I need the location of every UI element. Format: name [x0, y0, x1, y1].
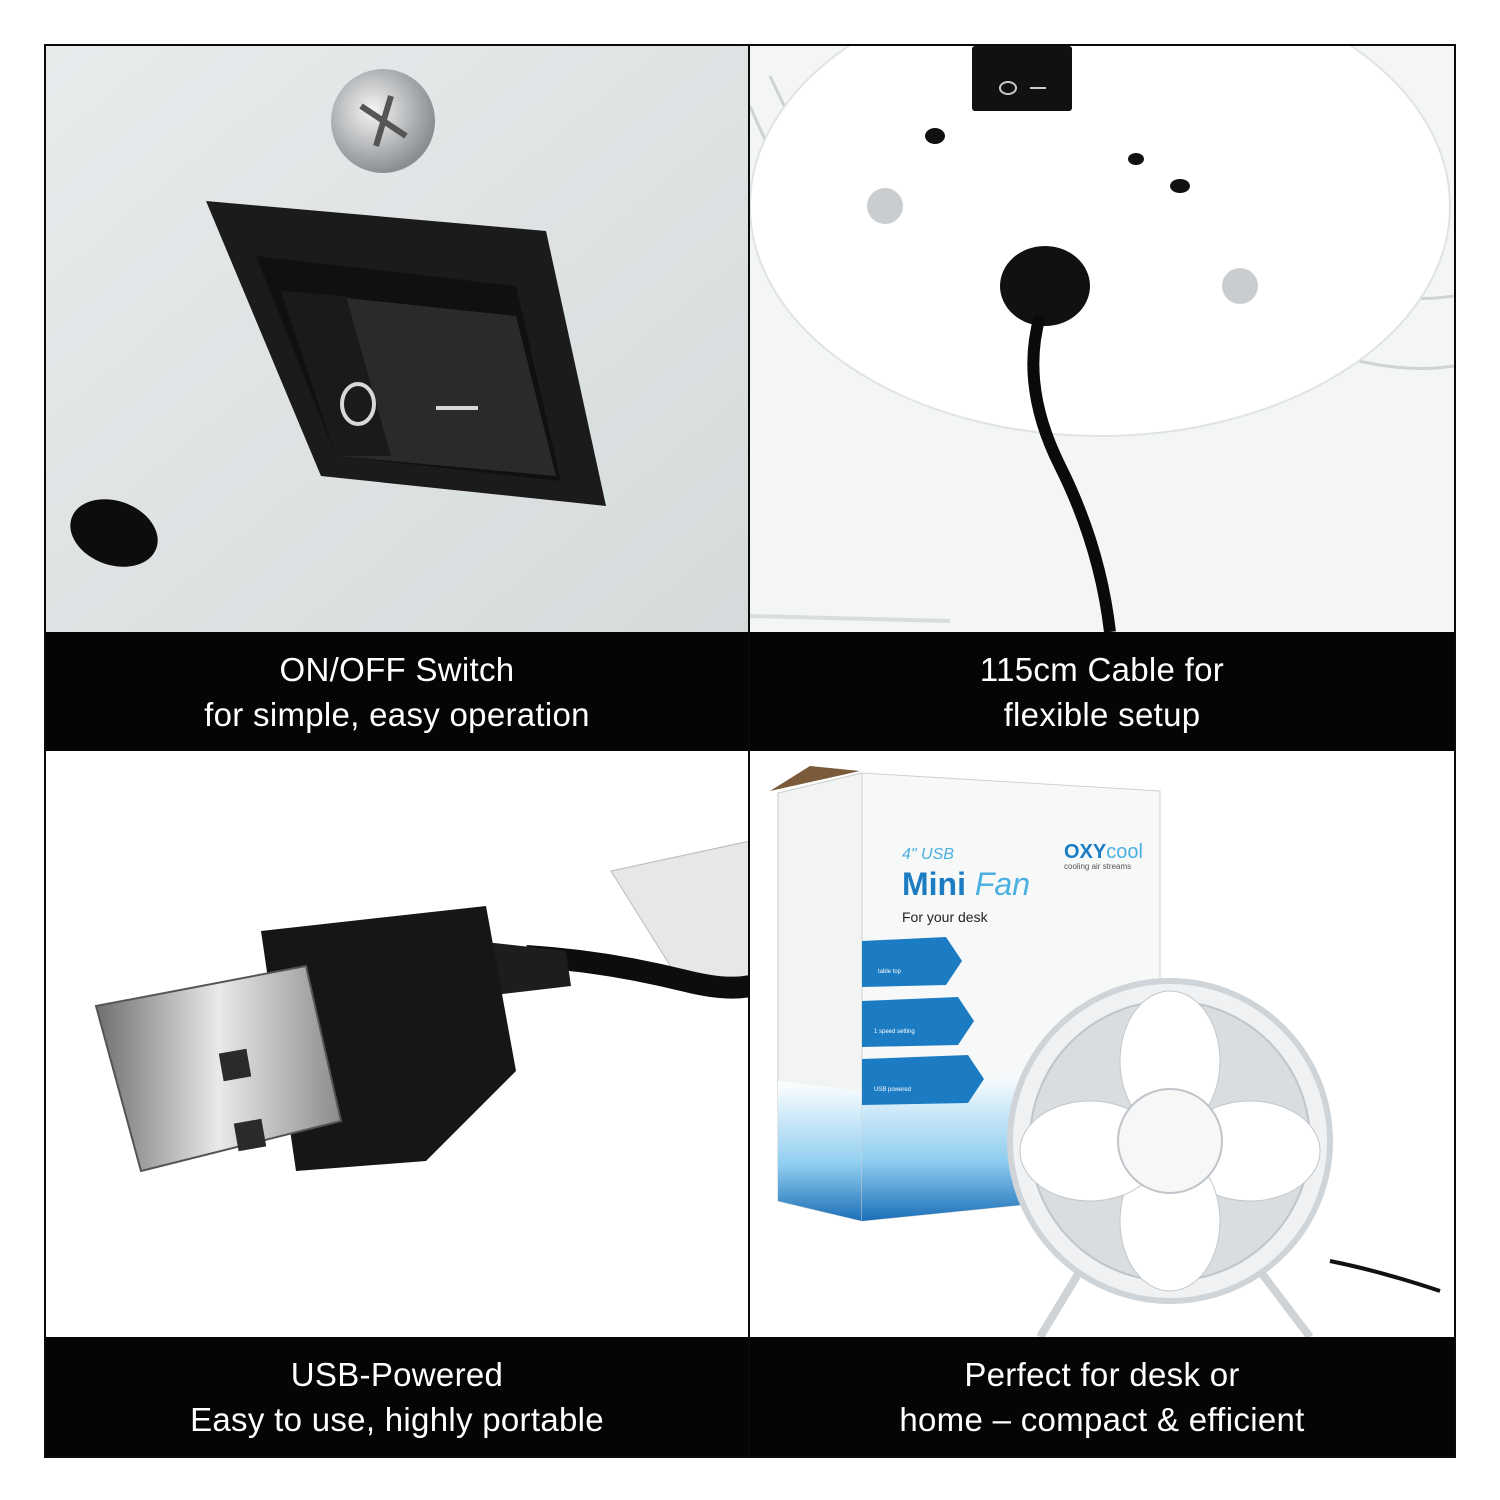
caption-subtitle: flexible setup — [1003, 695, 1201, 733]
box-feature-1: table top — [878, 969, 902, 975]
brand-light: cool — [1106, 841, 1143, 863]
caption-subtitle: home – compact & efficient — [899, 1400, 1305, 1438]
caption-title: USB-Powered — [290, 1355, 504, 1393]
usb-photo — [46, 751, 748, 1337]
panel-product-box: OXYcool cooling air streams 4" USB Mini … — [750, 751, 1454, 1456]
box-product-name: Mini Fan — [902, 866, 1030, 903]
caption-on-off-switch: ON/OFF Switch for simple, easy operation — [46, 632, 748, 751]
brand-tagline: cooling air streams — [1064, 862, 1132, 871]
box-size-label: 4" USB — [902, 846, 954, 863]
switch-photo — [46, 46, 748, 632]
caption-subtitle: for simple, easy operation — [204, 695, 590, 733]
panel-cable: 115cm Cable for flexible setup — [750, 46, 1454, 751]
box-brand-front: OXYcool cooling air streams — [1064, 841, 1143, 871]
caption-subtitle: Easy to use, highly portable — [190, 1400, 604, 1438]
caption-usb: USB-Powered Easy to use, highly portable — [46, 1337, 748, 1456]
cable-photo — [750, 46, 1454, 632]
box-subtitle: For your desk — [902, 909, 988, 925]
box-feature-2: 1 speed setting — [874, 1029, 915, 1035]
caption-product-box: Perfect for desk or home – compact & eff… — [750, 1337, 1454, 1456]
product-light: Fan — [974, 866, 1031, 902]
box-photo: OXYcool cooling air streams 4" USB Mini … — [750, 751, 1454, 1337]
brand-bold: OXY — [1064, 841, 1107, 863]
product-bold: Mini — [902, 866, 966, 902]
caption-cable: 115cm Cable for flexible setup — [750, 632, 1454, 751]
caption-title: ON/OFF Switch — [279, 650, 515, 688]
box-feature-3: USB powered — [874, 1087, 912, 1093]
caption-title: Perfect for desk or — [964, 1355, 1240, 1393]
panel-usb: USB-Powered Easy to use, highly portable — [46, 751, 750, 1456]
caption-title: 115cm Cable for — [979, 650, 1225, 688]
product-feature-grid: ON/OFF Switch for simple, easy operation — [44, 44, 1456, 1458]
panel-on-off-switch: ON/OFF Switch for simple, easy operation — [46, 46, 750, 751]
